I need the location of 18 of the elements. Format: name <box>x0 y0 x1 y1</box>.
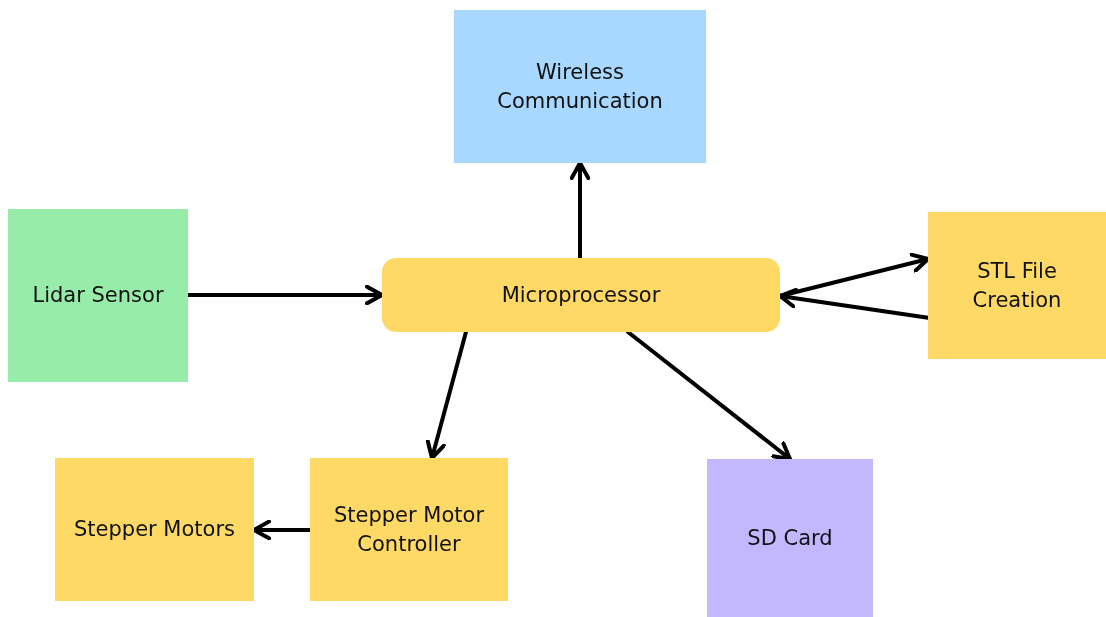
node-label: Stepper Motor Controller <box>332 501 486 558</box>
arrow <box>778 288 930 320</box>
block-box <box>310 458 508 601</box>
node-label: Lidar Sensor <box>32 282 164 309</box>
arrow <box>569 161 591 260</box>
arrow <box>425 330 468 460</box>
node-label: STL File Creation <box>971 257 1063 314</box>
block-box <box>8 209 188 382</box>
block-box <box>55 458 254 601</box>
block-box <box>707 459 873 617</box>
node-label: Microprocessor <box>501 281 661 309</box>
arrow <box>625 330 792 461</box>
block-box <box>454 10 706 163</box>
process-box <box>382 258 780 332</box>
block-box <box>928 212 1106 359</box>
node-label: SD Card <box>747 524 833 552</box>
node-label: Stepper Motors <box>74 516 235 543</box>
node-label: Wireless Communication <box>496 58 664 115</box>
